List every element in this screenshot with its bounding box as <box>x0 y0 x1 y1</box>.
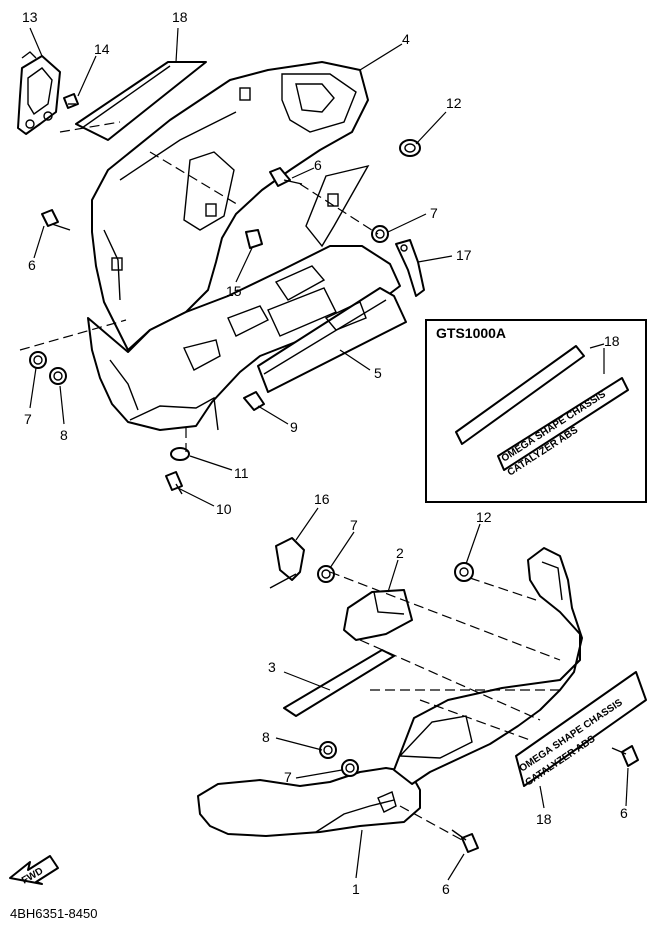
part-6-screw-c <box>611 745 639 767</box>
diagram-code: 4BH6351-8450 <box>10 906 97 921</box>
callout-18-upper: 18 <box>172 9 188 25</box>
part-15-clip <box>245 229 263 249</box>
callout-11: 11 <box>234 465 249 481</box>
part-14-screw <box>63 93 79 109</box>
callout-7-c: 7 <box>350 517 358 533</box>
part-11-washer <box>170 447 190 461</box>
callout-7-d: 7 <box>284 769 292 785</box>
part-17-bracket <box>395 239 425 297</box>
assembly-lines-upper <box>19 121 379 452</box>
assembly-lines-lower <box>329 571 561 841</box>
callout-14: 14 <box>94 41 110 57</box>
callout-12-lower: 12 <box>476 509 492 525</box>
inset-title: GTS1000A <box>436 325 506 341</box>
callout-9: 9 <box>290 419 298 435</box>
callout-6-b: 6 <box>28 257 36 273</box>
callout-18-inset: 18 <box>604 333 620 349</box>
callout-4: 4 <box>402 31 410 47</box>
part-4-upper-cowling <box>91 61 370 351</box>
callout-18-lower: 18 <box>536 811 552 827</box>
callout-8-a: 8 <box>60 427 68 443</box>
callout-3: 3 <box>268 659 276 675</box>
part-3-strip <box>283 649 395 717</box>
part-8-nut-a <box>49 367 67 385</box>
part-16-bracket <box>269 537 305 589</box>
part-7-grommet-b <box>29 351 47 369</box>
callout-2: 2 <box>396 545 404 561</box>
callout-17: 17 <box>456 247 472 263</box>
part-6-screw-d <box>451 829 479 853</box>
leader-lines <box>29 27 629 881</box>
part-8-nut-b <box>319 741 337 759</box>
callout-16: 16 <box>314 491 330 507</box>
part-5-side-cover <box>87 245 407 431</box>
callout-6-a: 6 <box>314 157 322 173</box>
inset-gts1000a <box>425 319 647 503</box>
callout-15: 15 <box>226 283 242 299</box>
part-9-grommet <box>243 391 265 411</box>
callout-10: 10 <box>216 501 232 517</box>
part-6-screw-b <box>41 209 71 231</box>
part-18-strip-upper <box>75 61 207 141</box>
forward-arrow-icon <box>9 855 59 885</box>
part-7-grommet-d <box>341 759 359 777</box>
part-7-grommet-c <box>317 565 335 583</box>
callout-6-c: 6 <box>620 805 628 821</box>
callout-5: 5 <box>374 365 382 381</box>
part-6-screw-a <box>269 167 303 187</box>
callout-13: 13 <box>22 9 38 25</box>
callout-6-d: 6 <box>442 881 450 897</box>
part-10-bolt <box>165 471 183 495</box>
part-12-grommet-lower <box>454 562 474 582</box>
part-12-grommet-upper <box>399 139 421 157</box>
callout-7-b: 7 <box>24 411 32 427</box>
part-13-bracket <box>17 51 61 135</box>
callout-12-upper: 12 <box>446 95 462 111</box>
callout-1: 1 <box>352 881 360 897</box>
callout-8-b: 8 <box>262 729 270 745</box>
part-7-grommet-a <box>371 225 389 243</box>
part-18-decal-lower <box>515 671 647 787</box>
part-1-lower-cowling <box>197 547 583 837</box>
part-2-duct <box>343 589 413 641</box>
callout-7-a: 7 <box>430 205 438 221</box>
